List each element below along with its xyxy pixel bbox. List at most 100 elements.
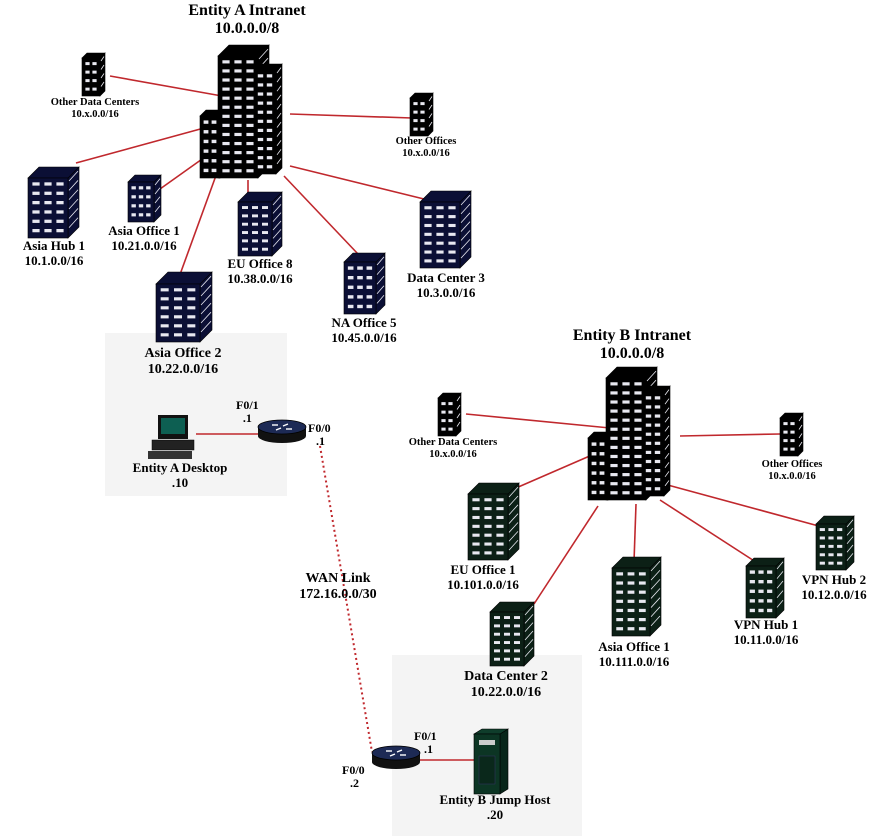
wan-link (319, 445, 373, 753)
host-ip: .20 (486, 806, 504, 822)
entity-a-dc3-label: Data Center 3 10.3.0.0/16 (392, 270, 500, 301)
site-subnet: 10.x.0.0/16 (402, 148, 450, 160)
link-b-eu-office1 (515, 454, 593, 489)
link-b-other-dcs (465, 413, 611, 429)
site-name: EU Office 1 (450, 562, 516, 577)
link-b-other-offices (679, 433, 781, 437)
wan-link-label: WAN Link 172.16.0.0/30 (268, 571, 408, 603)
entity-a-subnet: 10.0.0.0/8 (214, 20, 280, 38)
site-name: Asia Hub 1 (22, 238, 86, 253)
entity-b-subnet: 10.0.0.0/8 (599, 345, 665, 363)
site-name: Asia Office 1 (108, 223, 180, 238)
site-name: Data Center 3 (407, 270, 485, 285)
site-subnet: 10.12.0.0/16 (801, 586, 867, 602)
entity-b-vpn-hub2-label: VPN Hub 2 10.12.0.0/16 (780, 572, 888, 603)
site-subnet: 10.x.0.0/16 (71, 109, 119, 121)
site-name: Asia Office 1 (598, 639, 670, 654)
entity-a-other-dcs-label: Other Data Centers 10.x.0.0/16 (30, 97, 160, 121)
iface-name: F0/1 (236, 398, 259, 412)
nodes-layer (27, 44, 855, 795)
entity-a-asia-office2-label: Asia Office 2 10.22.0.0/16 (118, 346, 248, 378)
entity-a-dc3-building (419, 190, 472, 269)
link-b-vpn-hub1 (659, 499, 763, 567)
iface-ip: .2 (350, 776, 359, 791)
entity-a-other-offices-label: Other Offices 10.x.0.0/16 (376, 136, 476, 160)
site-subnet: 10.3.0.0/16 (416, 284, 476, 300)
iface-ip: .1 (316, 434, 325, 449)
entity-a-eu-office8-label: EU Office 8 10.38.0.0/16 (206, 256, 314, 287)
entity-b-other-dcs-label: Other Data Centers 10.x.0.0/16 (388, 437, 518, 461)
entity-a-desktop-icon (148, 415, 195, 459)
entity-b-eu-office1-building (467, 482, 520, 561)
entity-a-eu-office8-building (237, 191, 283, 257)
site-subnet: 10.1.0.0/16 (24, 252, 84, 268)
site-subnet: 10.38.0.0/16 (227, 270, 293, 286)
iface-name: F0/1 (414, 729, 437, 743)
site-name: Data Center 2 (464, 669, 548, 684)
iface-name: F0/0 (342, 763, 365, 777)
entity-a-core-tower-3 (253, 63, 283, 175)
entity-b-asia-office1-building (611, 556, 662, 637)
iface-name: F0/0 (308, 421, 331, 435)
entity-b-other-dcs-building (437, 392, 462, 437)
link-a-asia-office2 (177, 169, 219, 281)
entity-b-jump-host-label: Entity B Jump Host .20 (420, 792, 570, 823)
entity-a-asia-hub1-building (27, 166, 80, 239)
site-name: Asia Office 2 (144, 346, 222, 361)
entity-b-vpn-hub1-building (745, 557, 785, 619)
entity-a-na-office5-label: NA Office 5 10.45.0.0/16 (310, 315, 418, 346)
link-b-dc2 (533, 505, 599, 605)
entity-a-asia-hub1-label: Asia Hub 1 10.1.0.0/16 (4, 238, 104, 269)
site-name: NA Office 5 (331, 315, 397, 330)
entity-a-title-text: Entity A Intranet (188, 2, 306, 19)
site-name: VPN Hub 1 (733, 617, 799, 632)
entity-b-core-tower-3 (641, 385, 671, 497)
entity-b-eu-office1-label: EU Office 1 10.101.0.0/16 (428, 562, 538, 593)
site-subnet: 10.111.0.0/16 (598, 653, 670, 669)
entity-a-asia-office1-building (127, 174, 162, 223)
entity-b-dc2-label: Data Center 2 10.22.0.0/16 (436, 669, 576, 701)
link-a-other-dcs (109, 75, 223, 97)
entity-b-asia-office1-label: Asia Office 1 10.111.0.0/16 (578, 639, 690, 670)
entity-a-title: Entity A Intranet 10.0.0.0/8 (147, 2, 347, 39)
wan-name: WAN Link (305, 571, 371, 586)
link-a-other-offices (289, 113, 413, 119)
entity-a-asia-office1-label: Asia Office 1 10.21.0.0/16 (92, 223, 196, 254)
wan-subnet: 172.16.0.0/30 (299, 587, 377, 603)
site-name: EU Office 8 (227, 256, 293, 271)
iface-ip: .1 (242, 411, 252, 426)
site-subnet: 10.x.0.0/16 (768, 471, 816, 483)
entity-b-router-lan-iface: F0/1 .1 (414, 729, 437, 757)
entity-b-dc2-building (489, 601, 535, 667)
site-subnet: 10.21.0.0/16 (111, 237, 177, 253)
site-name: Other Data Centers (408, 437, 498, 448)
entity-b-vpn-hub2-building (815, 515, 855, 571)
link-a-na-office5 (283, 175, 359, 255)
entity-a-other-dcs-building (81, 52, 106, 97)
links-layer (75, 75, 827, 761)
site-subnet: 10.22.0.0/16 (147, 362, 219, 378)
site-subnet: 10.101.0.0/16 (447, 576, 519, 592)
link-a-dc3 (289, 165, 429, 201)
entity-b-title: Entity B Intranet 10.0.0.0/8 (532, 327, 732, 364)
host-ip: .10 (171, 474, 189, 490)
host-name: Entity A Desktop (132, 460, 228, 475)
link-b-asia-office1 (633, 503, 637, 563)
entity-b-router-wan-iface: F0/0 .2 (342, 763, 365, 791)
entity-a-router-wan-iface: F0/0 .1 (308, 421, 331, 449)
link-b-vpn-hub2 (663, 483, 827, 529)
entity-b-title-text: Entity B Intranet (572, 327, 692, 344)
entity-b-core (587, 366, 671, 501)
iface-ip: .1 (424, 742, 433, 757)
entity-a-asia-office2-building (155, 271, 213, 343)
entity-a-other-offices-building (409, 92, 434, 137)
site-name: VPN Hub 2 (801, 572, 867, 587)
entity-a-na-office5-building (343, 252, 386, 315)
link-a-asia-hub1 (75, 127, 205, 164)
entity-b-other-offices-building (779, 412, 804, 457)
site-name: Other Data Centers (50, 97, 140, 108)
site-subnet: 10.22.0.0/16 (470, 685, 542, 701)
site-subnet: 10.x.0.0/16 (429, 449, 477, 461)
